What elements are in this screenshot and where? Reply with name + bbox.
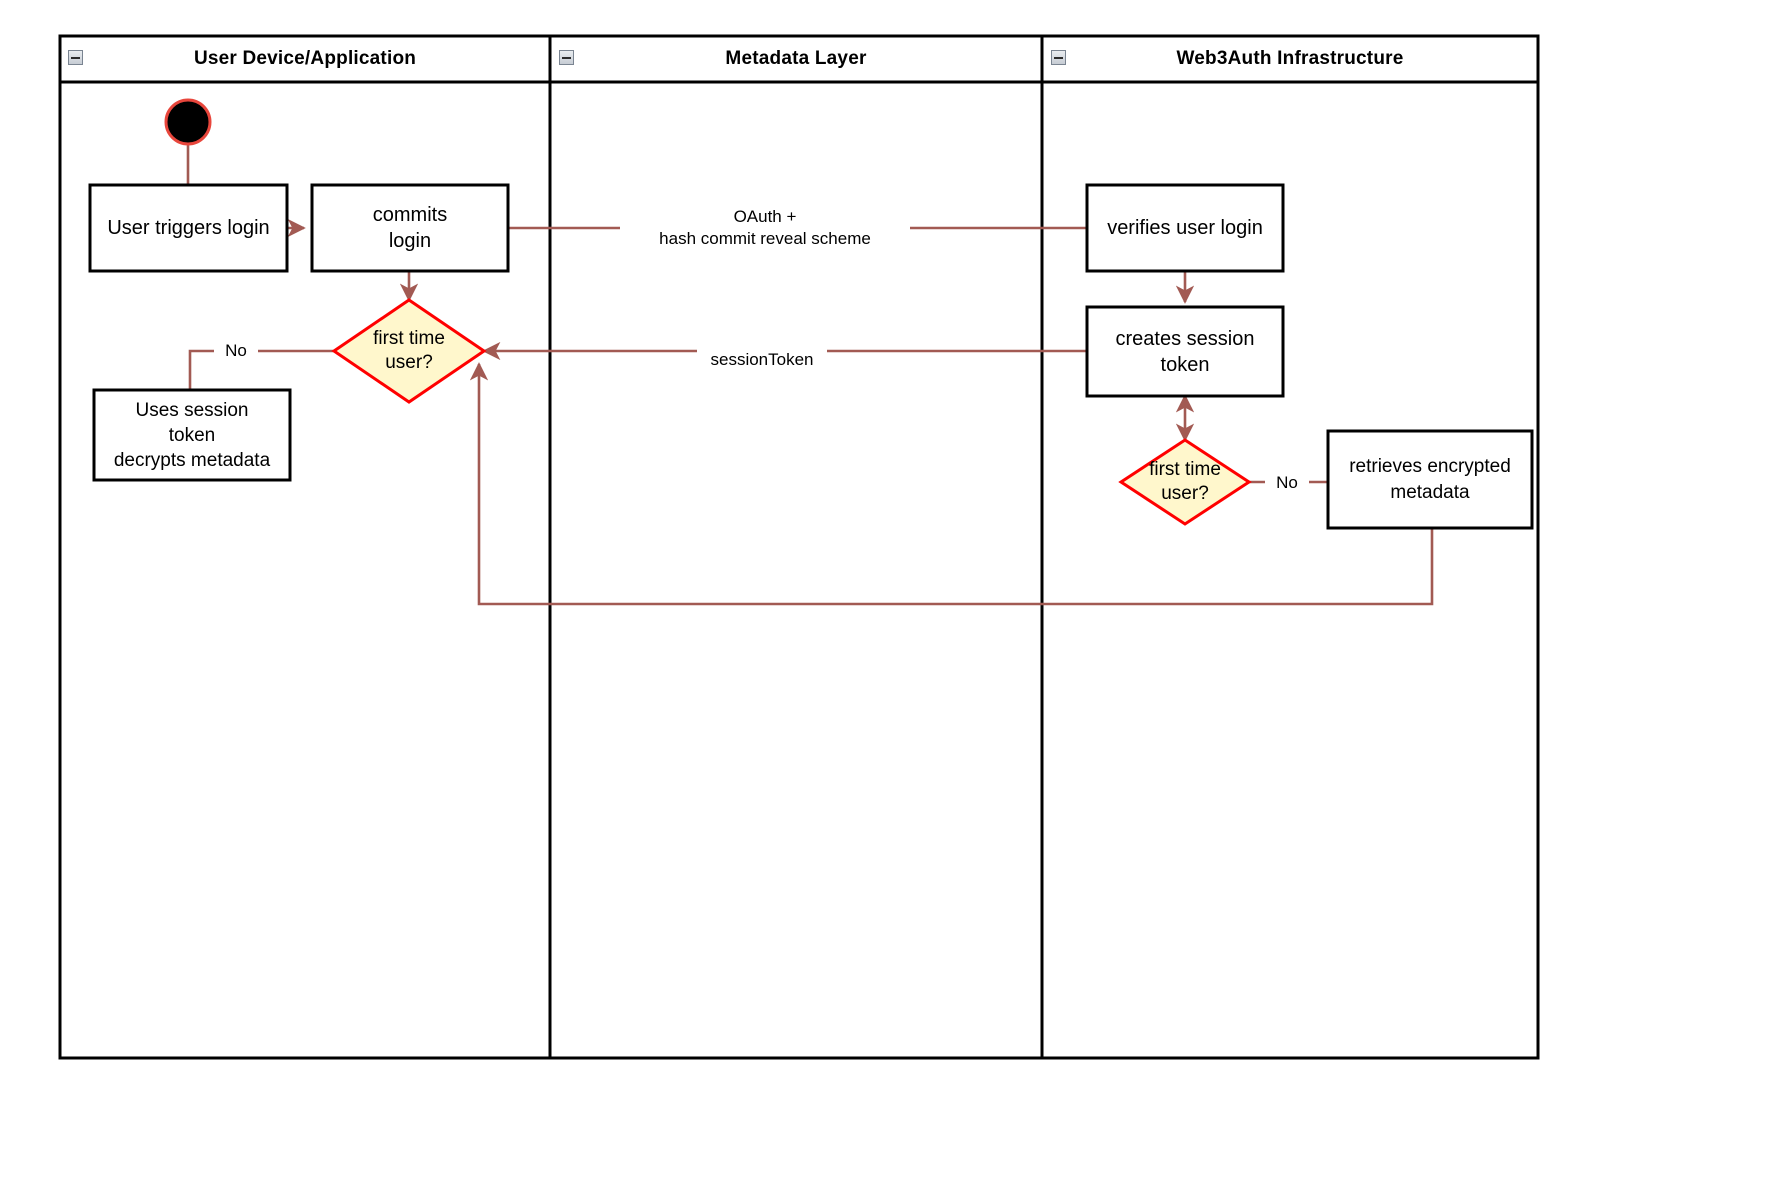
- edge-label-oauth-hash-commit: OAuth + hash commit reveal scheme: [620, 202, 910, 254]
- node-user-triggers-login[interactable]: [88, 183, 289, 273]
- node-verifies-user-login[interactable]: [1085, 183, 1285, 273]
- lane-title-user-device: User Device/Application: [193, 48, 417, 69]
- collapse-minus-icon-lane-user-device[interactable]: [68, 50, 83, 65]
- lane-title-metadata: Metadata Layer: [725, 48, 867, 69]
- edge-label-no-server: No: [1265, 470, 1309, 496]
- node-initial-start[interactable]: [164, 98, 212, 146]
- collapse-minus-icon-lane-web3auth[interactable]: [1051, 50, 1066, 65]
- edge-retrieves-metadata-back-to-decision-client: [469, 362, 1434, 606]
- edge-label-session-token: sessionToken: [697, 348, 827, 372]
- edge-label-no-client: No: [214, 338, 258, 364]
- edge-decision-client-no-to-uses-session-token: [188, 349, 340, 390]
- collapse-minus-icon-lane-metadata[interactable]: [559, 50, 574, 65]
- node-decision-first-time-user-server[interactable]: [1118, 438, 1252, 526]
- lane-title-web3auth: Web3Auth Infrastructure: [1176, 48, 1404, 69]
- node-decision-first-time-user-client[interactable]: [331, 298, 487, 404]
- nodes: [88, 98, 1534, 530]
- node-uses-session-token[interactable]: [92, 388, 292, 482]
- node-retrieves-encrypted-metadata[interactable]: [1326, 429, 1534, 530]
- node-creates-session-token[interactable]: [1085, 305, 1285, 398]
- node-commits-login[interactable]: [310, 183, 510, 273]
